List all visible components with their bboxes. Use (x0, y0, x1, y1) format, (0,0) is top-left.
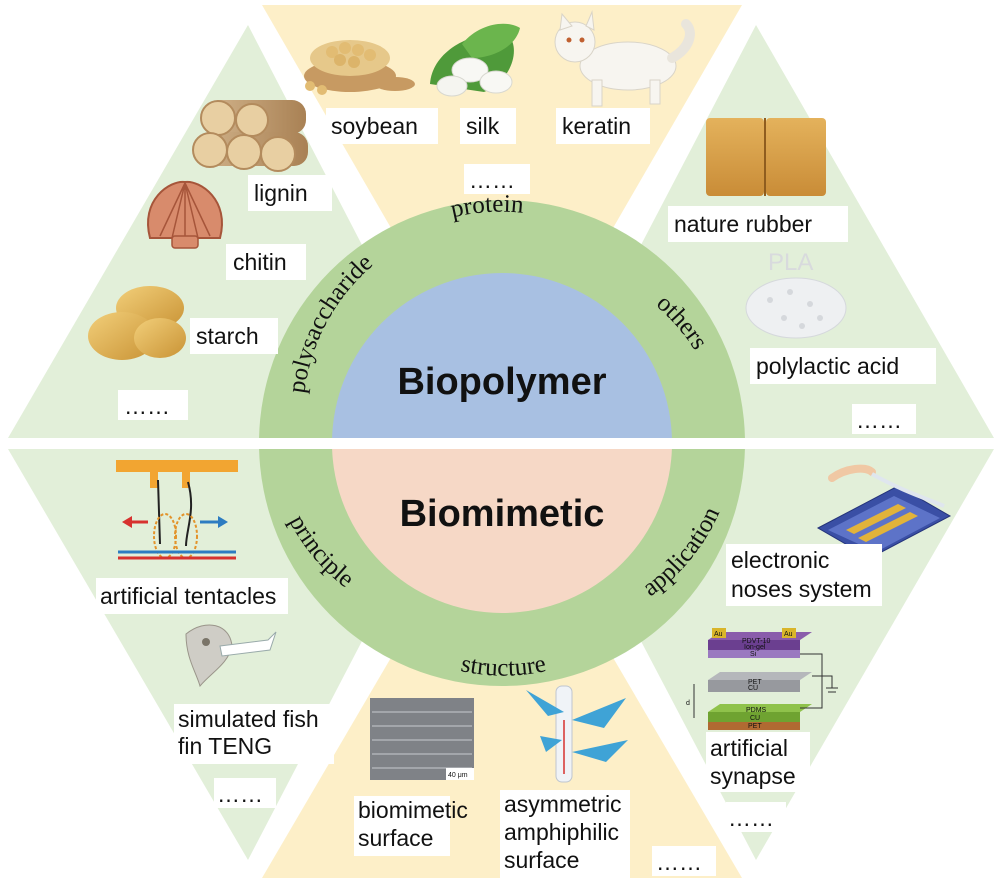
artificial-tentacles-image (116, 460, 238, 560)
biomimetic-core (332, 449, 672, 613)
amphiphilic-surface-line1: asymmetric (504, 791, 622, 817)
others-more: …… (856, 407, 902, 433)
nature-rubber-image (706, 118, 826, 196)
biopolymer-core (332, 273, 672, 438)
others-segment: PLA nature rubber polylactic acid …… (668, 118, 936, 434)
silk-cocoon-image (430, 23, 520, 97)
biomimetic-surface-line1: biomimetic (358, 797, 468, 823)
keratin-label: keratin (562, 113, 631, 139)
electronic-nose-image (816, 464, 952, 559)
amphiphilic-surface-line2: amphiphilic (504, 819, 619, 845)
center-circle: Biopolymer Biomimetic (259, 200, 745, 686)
silk-label: silk (466, 113, 500, 139)
polysaccharide-more: …… (124, 393, 170, 419)
layer-ion-gel: Ion-gel (744, 644, 766, 651)
chitin-shell-image (147, 180, 223, 249)
layer-pet-bottom: PET (748, 723, 762, 730)
fish-fin-image (185, 624, 277, 688)
protein-segment: soybean silk keratin …… (304, 10, 695, 194)
layer-si: Si (750, 651, 757, 658)
biopolymer-title: Biopolymer (397, 361, 606, 403)
starch-label: starch (196, 323, 259, 349)
soybean-image (304, 40, 415, 95)
layer-cu-top: CU (748, 685, 758, 692)
artificial-tentacles-label: artificial tentacles (100, 583, 276, 609)
principle-more: …… (217, 781, 263, 807)
lignin-label: lignin (254, 180, 308, 206)
nature-rubber-label: nature rubber (674, 211, 812, 237)
soybean-label: soybean (331, 113, 418, 139)
structure-more: …… (656, 849, 702, 875)
artificial-synapse-device-image: Au PDVT-10 Ion-gel Si Au PET CU d PDMS C… (686, 628, 838, 730)
biomimetic-surface-line2: surface (358, 825, 433, 851)
application-more: …… (728, 805, 774, 831)
category-structure: structure (459, 650, 548, 681)
pla-pellets-image: PLA (745, 249, 847, 339)
layer-au-left: Au (714, 631, 723, 638)
fish-fin-label-line2: fin TENG (178, 733, 272, 759)
pla-text: PLA (768, 249, 813, 276)
protein-more: …… (469, 167, 515, 193)
electronic-noses-line1: electronic (731, 547, 829, 573)
chitin-label: chitin (233, 249, 287, 275)
layer-pet-top: PET (748, 679, 762, 686)
artificial-synapse-line1: artificial (710, 735, 788, 761)
layer-cu-bottom: CU (750, 715, 760, 722)
application-segment: Au PDVT-10 Ion-gel Si Au PET CU d PDMS C… (686, 464, 952, 832)
principle-segment: artificial tentacles simulated fish fin … (96, 460, 334, 808)
fish-fin-label-line1: simulated fish (178, 706, 319, 732)
structure-segment: 40 μm biomimetic surface asymmetric amph… (354, 685, 716, 878)
starch-potato-image (88, 286, 186, 360)
layer-pdvt: PDVT-10 (742, 638, 771, 645)
biomimetic-surface-sem-image: 40 μm (370, 698, 474, 780)
lignin-wood-image (192, 100, 308, 172)
keratin-cat-image (554, 10, 695, 107)
amphiphilic-surface-line3: surface (504, 847, 579, 873)
polysaccharide-segment: lignin chitin starch …… (88, 100, 332, 420)
layer-pdms: PDMS (746, 707, 767, 714)
electronic-noses-line2: noses system (731, 576, 872, 602)
layer-au-right: Au (784, 631, 793, 638)
polylactic-acid-label: polylactic acid (756, 353, 899, 379)
biomimetic-title: Biomimetic (400, 493, 605, 535)
scale-bar-label: 40 μm (448, 772, 468, 779)
artificial-synapse-line2: synapse (710, 763, 796, 789)
gap-d-label: d (686, 700, 690, 707)
amphiphilic-surface-image (526, 685, 628, 783)
